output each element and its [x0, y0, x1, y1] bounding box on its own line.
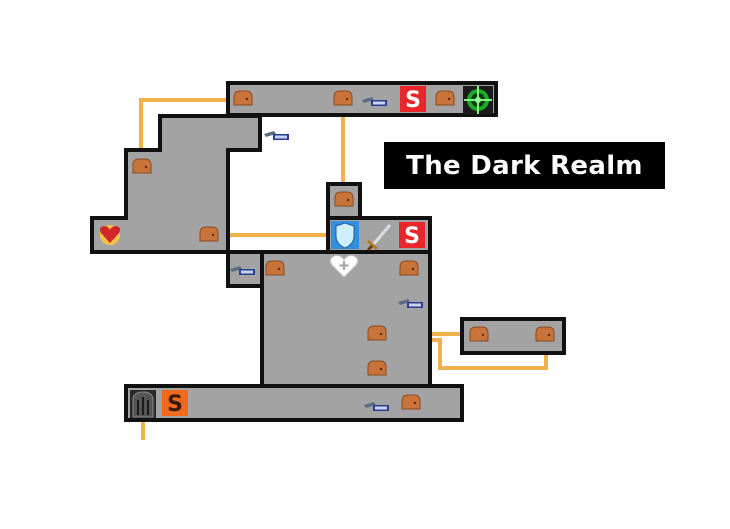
door-icon[interactable] — [469, 326, 489, 342]
map-scroll-icon — [264, 131, 289, 140]
door-icon[interactable] — [367, 325, 387, 341]
save-point-top[interactable]: S — [400, 86, 426, 113]
map-title: The Dark Realm — [384, 142, 665, 189]
save-point-label: S — [404, 224, 420, 249]
boss-gate-icon[interactable] — [130, 390, 156, 418]
door-icon[interactable] — [333, 90, 353, 106]
save-point-icon[interactable] — [400, 86, 426, 112]
door-icon[interactable] — [535, 326, 555, 342]
room-upper-left — [90, 114, 262, 254]
room-top-corridor — [226, 81, 498, 117]
door-icon[interactable] — [233, 90, 253, 106]
save-point-label: S — [167, 392, 183, 417]
shield-icon[interactable] — [331, 221, 359, 249]
door-icon[interactable] — [435, 90, 455, 106]
save-point-label: S — [405, 88, 421, 113]
heart-gem-icon[interactable] — [100, 225, 120, 245]
warp-point-icon[interactable] — [463, 86, 493, 114]
door-icon[interactable] — [199, 226, 219, 242]
door-icon[interactable] — [367, 360, 387, 376]
save-point-bottom[interactable]: S — [162, 390, 188, 417]
door-icon[interactable] — [265, 260, 285, 276]
heart-container-icon[interactable] — [329, 255, 359, 278]
save-point-icon[interactable] — [162, 390, 188, 416]
door-icon[interactable] — [401, 394, 421, 410]
door-icon[interactable] — [399, 260, 419, 276]
connector-top-left — [139, 98, 236, 160]
save-point-middle[interactable]: S — [399, 222, 425, 249]
save-point-icon[interactable] — [399, 222, 425, 248]
door-icon[interactable] — [334, 191, 354, 207]
rooms — [90, 81, 566, 422]
door-icon[interactable] — [132, 158, 152, 174]
sword-icon[interactable] — [366, 224, 392, 252]
